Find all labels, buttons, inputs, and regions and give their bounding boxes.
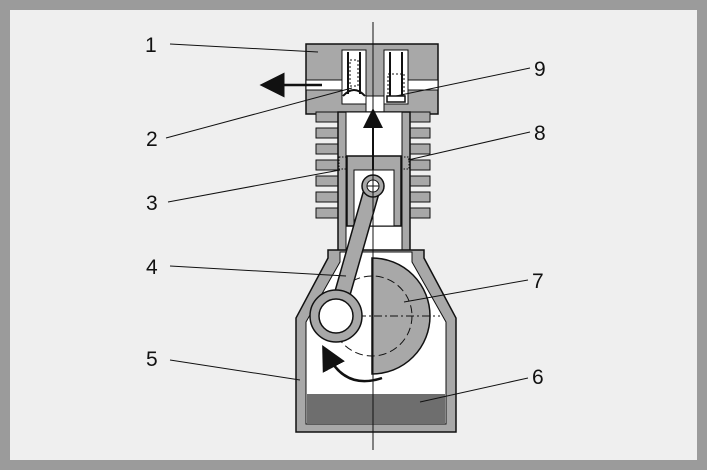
leader-line-9 [395,67,531,97]
oil-sump [307,394,445,424]
callout-2: 2 [146,128,158,151]
piston-rings [338,156,410,170]
leader-line-3 [167,169,341,203]
callout-1: 1 [145,34,157,57]
callout-4: 4 [146,256,158,279]
leader-line-7 [403,279,529,303]
leader-line-6 [419,377,529,403]
cooling-fins-right [403,111,431,219]
leader-line-1 [169,43,319,53]
outlet-valve [342,52,366,97]
rotation-arrow [322,344,383,383]
cylinder-head [305,43,439,115]
leader-line-5 [169,359,301,381]
leader-line-8 [407,131,531,161]
callout-8: 8 [534,122,546,145]
crankshaft-disc [310,257,440,375]
inlet-valve [386,52,406,103]
callout-3: 3 [146,192,158,215]
callout-labels: 1 2 3 4 5 6 7 8 9 [145,34,546,389]
connecting-rod [309,174,385,343]
cooling-fins-left [315,111,343,219]
leader-line-2 [165,87,353,139]
leader-line-4 [169,265,347,277]
callout-9: 9 [534,58,546,81]
callout-7: 7 [532,270,544,293]
callout-5: 5 [146,348,158,371]
leader-lines [165,43,531,403]
callout-6: 6 [532,366,544,389]
